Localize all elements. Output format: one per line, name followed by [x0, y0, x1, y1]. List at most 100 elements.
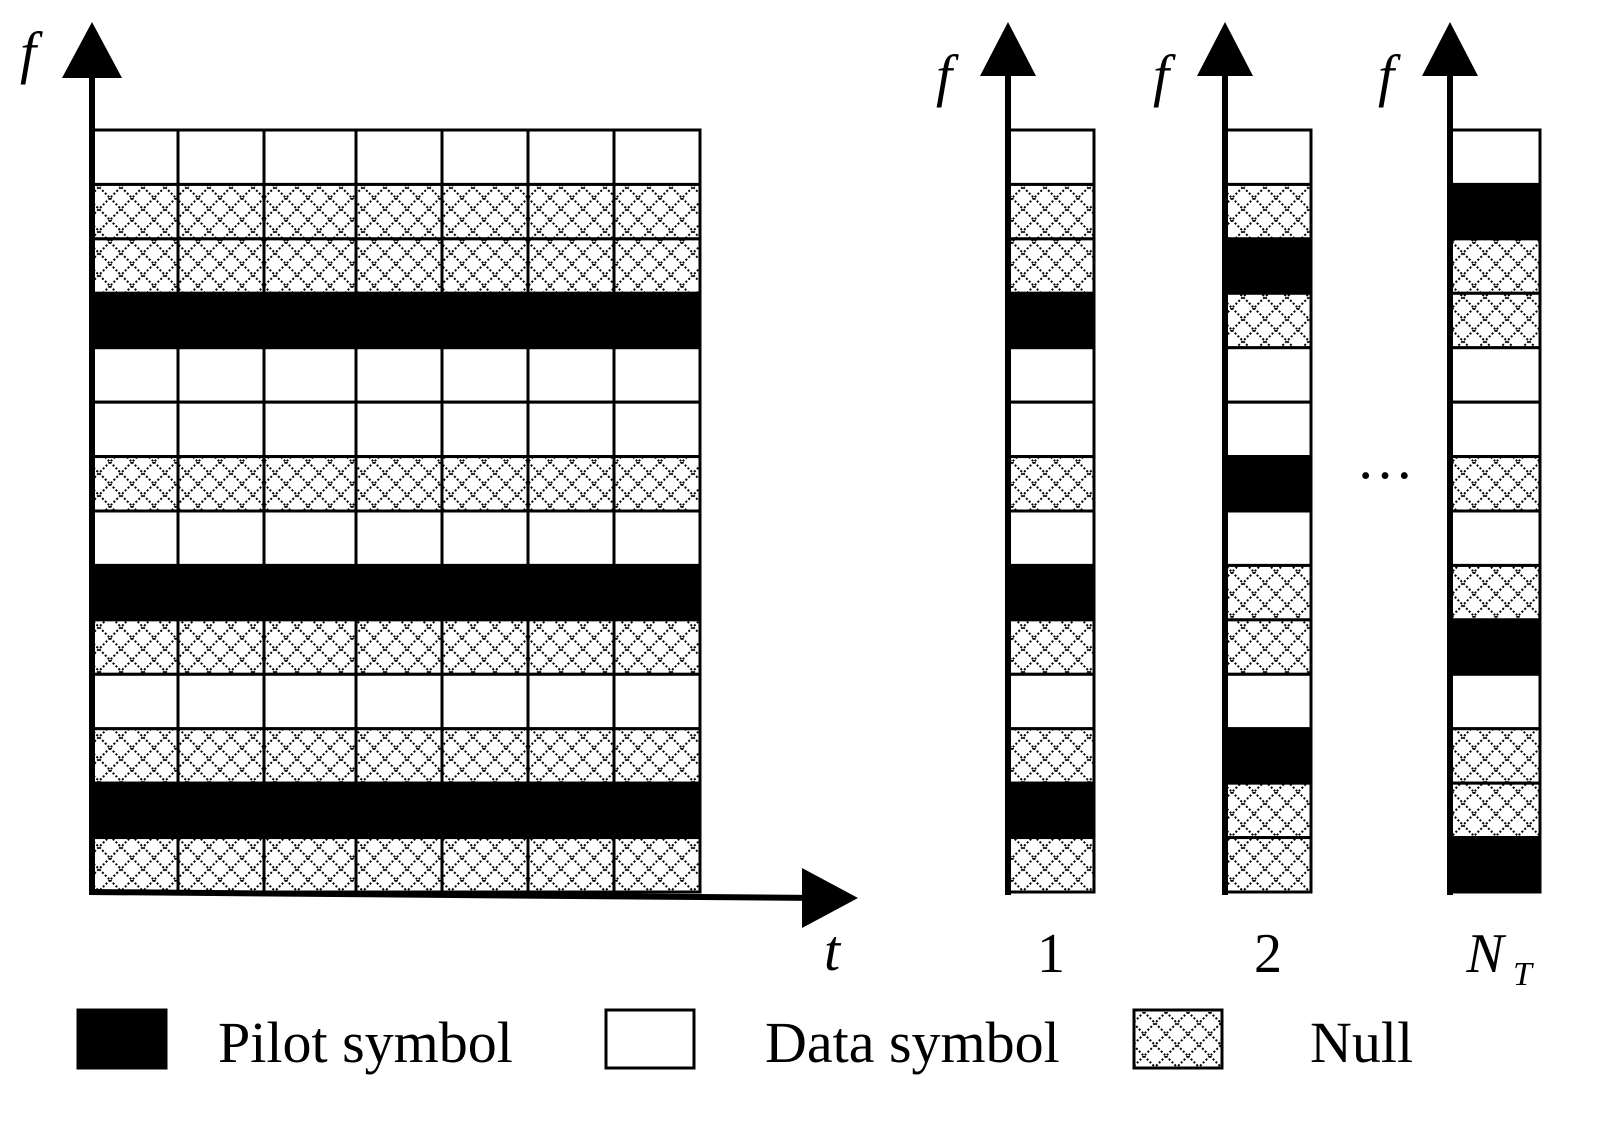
grid-row-data [90, 509, 702, 567]
grid-cell-data [612, 672, 702, 731]
antenna-frequency-arrowhead [1422, 22, 1478, 76]
grid-cell-null [440, 182, 530, 241]
grid-cell-data [526, 128, 616, 186]
antenna-cell-data [1006, 346, 1096, 404]
grid-cell-data [262, 672, 358, 731]
antenna-cell-null [1223, 618, 1313, 676]
grid-cell-data [612, 400, 702, 459]
ellipsis: ··· [1356, 443, 1414, 508]
grid-cell-null [354, 727, 444, 785]
grid-row-pilot [90, 781, 702, 840]
grid-cell-data [176, 400, 266, 459]
grid-cell-pilot [90, 291, 180, 350]
grid-cell-null [612, 727, 702, 785]
grid-row-data [90, 400, 702, 459]
antenna-cell-data [1006, 672, 1096, 731]
antenna-cell-pilot [1448, 618, 1542, 676]
grid-cell-data [440, 128, 530, 186]
grid-cell-null [262, 836, 358, 894]
grid-row-data [90, 346, 702, 404]
time-axis [88, 889, 821, 901]
antenna-cell-null [1223, 836, 1313, 894]
time-axis-arrowhead [802, 868, 858, 928]
antenna-index-label: N [1465, 923, 1506, 985]
grid-cell-null [90, 618, 180, 676]
grid-cell-data [176, 128, 266, 186]
grid-cell-null [440, 727, 530, 785]
grid-cell-data [90, 400, 180, 459]
antenna-frequency-arrowhead [980, 22, 1036, 76]
grid-cell-null [176, 182, 266, 241]
antenna-cell-null [1448, 781, 1542, 840]
grid-cell-data [612, 128, 702, 186]
antenna-cell-data [1006, 400, 1096, 459]
grid-cell-null [354, 455, 444, 513]
grid-cell-null [354, 618, 444, 676]
legend-swatch-null [1132, 1008, 1224, 1070]
antenna-cell-data [1223, 128, 1313, 186]
grid-cell-data [354, 400, 444, 459]
grid-cell-null [262, 618, 358, 676]
antenna-column-2: f2 [1153, 22, 1313, 985]
grid-cell-pilot [176, 781, 266, 840]
antenna-cell-pilot [1006, 781, 1096, 840]
grid-cell-pilot [176, 563, 266, 622]
antenna-cell-data [1448, 672, 1542, 731]
grid-cell-null [526, 237, 616, 295]
grid-row-pilot [90, 291, 702, 350]
grid-cell-null [612, 618, 702, 676]
antenna-cell-data [1448, 400, 1542, 459]
grid-cell-data [354, 509, 444, 567]
grid-cell-data [526, 672, 616, 731]
antenna-cell-pilot [1223, 727, 1313, 785]
frequency-axis-label: f [20, 20, 43, 85]
antenna-cell-data [1006, 509, 1096, 567]
grid-cell-null [612, 182, 702, 241]
grid-cell-null [90, 727, 180, 785]
grid-cell-null [176, 455, 266, 513]
main-time-frequency-grid [90, 128, 702, 894]
grid-cell-data [176, 346, 266, 404]
antenna-cell-data [1448, 346, 1542, 404]
antenna-cell-null [1448, 237, 1542, 295]
legend-swatch-data [604, 1008, 696, 1070]
grid-cell-pilot [612, 781, 702, 840]
grid-cell-pilot [176, 291, 266, 350]
antenna-cell-null [1006, 618, 1096, 676]
grid-cell-pilot [354, 781, 444, 840]
grid-cell-pilot [90, 563, 180, 622]
antenna-cell-null [1223, 182, 1313, 241]
antenna-cell-null [1006, 455, 1096, 513]
time-axis-label: t [824, 918, 842, 983]
antenna-cell-data [1223, 672, 1313, 731]
grid-row-null [90, 237, 702, 295]
antenna-cell-null [1448, 563, 1542, 622]
grid-cell-null [440, 836, 530, 894]
grid-cell-null [612, 836, 702, 894]
grid-cell-null [354, 836, 444, 894]
grid-cell-null [440, 237, 530, 295]
antenna-cell-pilot [1006, 563, 1096, 622]
grid-row-pilot [90, 563, 702, 622]
antenna-cell-data [1448, 509, 1542, 567]
antenna-cell-null [1006, 182, 1096, 241]
grid-cell-data [526, 509, 616, 567]
grid-cell-null [262, 455, 358, 513]
grid-row-data [90, 128, 702, 186]
grid-cell-data [526, 346, 616, 404]
grid-cell-data [354, 346, 444, 404]
grid-cell-pilot [612, 291, 702, 350]
antenna-frequency-label: f [1378, 43, 1401, 108]
grid-row-null [90, 455, 702, 513]
grid-cell-data [90, 509, 180, 567]
grid-cell-null [526, 455, 616, 513]
grid-cell-pilot [440, 563, 530, 622]
grid-cell-data [90, 346, 180, 404]
antenna-cell-data [1223, 400, 1313, 459]
grid-cell-pilot [354, 563, 444, 622]
antenna-cell-null [1448, 455, 1542, 513]
grid-cell-pilot [526, 563, 616, 622]
